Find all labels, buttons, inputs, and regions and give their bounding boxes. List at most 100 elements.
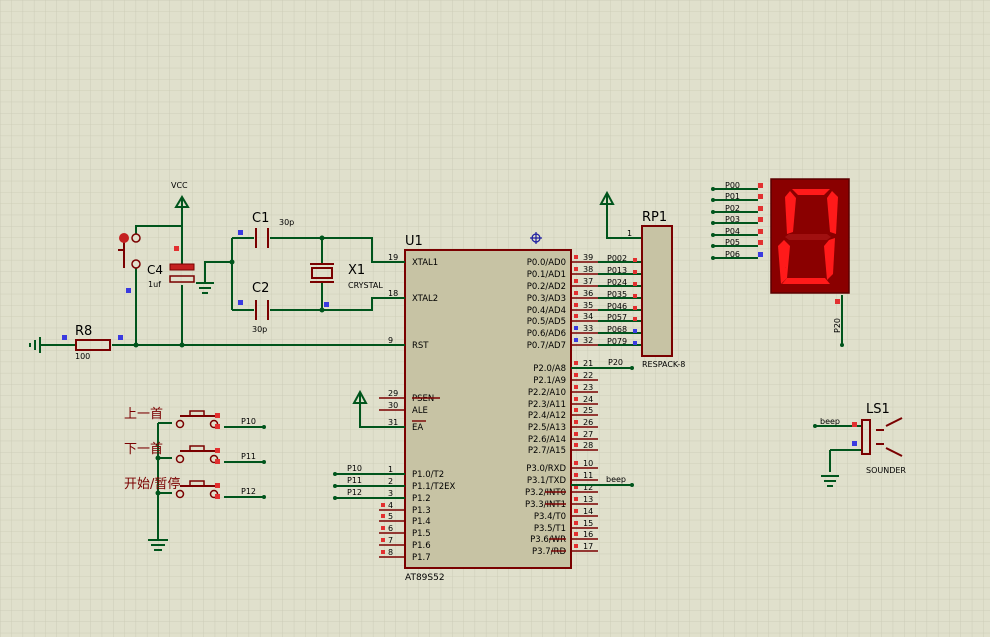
display-pin-label: P06 <box>725 250 740 259</box>
u1-pin-name: EA <box>412 423 423 433</box>
u1-pin-name: ALE <box>412 406 428 416</box>
u1-pin-number: 16 <box>583 530 593 539</box>
u1-pin-number: 3 <box>388 489 393 498</box>
u1-pin-name: P1.4 <box>412 517 431 527</box>
u1-pin-number: 25 <box>583 406 593 415</box>
x1-value: CRYSTAL <box>348 281 383 290</box>
ls1-sounder[interactable]: LS1 SOUNDER beep <box>820 402 906 475</box>
u1-pin-number: 24 <box>583 395 593 404</box>
x1-crystal[interactable]: X1 CRYSTAL <box>310 263 383 290</box>
rp1-net-label: P024 <box>607 278 627 287</box>
u1-pin-number: 39 <box>583 253 593 262</box>
u1-pin-number: 26 <box>583 418 593 427</box>
u1-pin-name: P3.4/T0 <box>534 512 566 522</box>
u1-pin-name: P2.4/A12 <box>528 411 566 421</box>
rp1-part: RESPACK-8 <box>642 360 685 369</box>
u1-pin-name: P3.7/RD <box>532 547 566 557</box>
display-pin-label: P00 <box>725 181 740 190</box>
junction-dots <box>133 235 325 496</box>
u1-pin-number: 32 <box>583 336 593 345</box>
u1-pin-number: 1 <box>388 465 393 474</box>
u1-pin-number: 9 <box>388 336 393 345</box>
segment-e <box>778 240 790 284</box>
reset-switch[interactable] <box>118 233 141 269</box>
u1-pin-number: 35 <box>583 301 593 310</box>
u1-pin-name: P2.2/A10 <box>528 388 566 398</box>
u1-pin-number: 34 <box>583 312 593 321</box>
u1-pin-name: P2.3/A11 <box>528 400 566 410</box>
u1-pin-number: 21 <box>583 359 593 368</box>
c2-capacitor[interactable]: C2 30p <box>252 281 269 334</box>
x1-ref: X1 <box>348 263 365 278</box>
u1-pin-name: P0.4/AD4 <box>527 306 566 316</box>
u1-pin-name: PSEN <box>412 394 434 404</box>
p10-net-label: P10 <box>347 464 362 473</box>
p20-net-label: P20 <box>608 358 623 367</box>
u1-overbars <box>412 397 566 552</box>
ground-buttons-icon <box>148 539 168 551</box>
u1-pin-number: 30 <box>388 401 398 410</box>
ground-left-icon <box>29 337 41 353</box>
display-segments <box>778 189 838 284</box>
u1-pin-number: 28 <box>583 441 593 450</box>
u1-pin-name: P0.6/AD6 <box>527 329 566 339</box>
u1-pin-name: P1.1/T2EX <box>412 482 455 492</box>
terminal-dots <box>262 187 844 500</box>
ls1-ref: LS1 <box>866 402 890 417</box>
u1-pin-name: P1.2 <box>412 494 431 504</box>
u1-part: AT89S52 <box>405 573 445 583</box>
vcc-terminal[interactable]: VCC <box>171 181 190 210</box>
r8-ref: R8 <box>75 324 92 339</box>
power-arrow-ea-icon <box>352 389 368 405</box>
u1-mcu[interactable]: U1 AT89S52 19XTAL118XTAL29RST29PSEN30ALE… <box>379 232 598 583</box>
u1-pin-number: 14 <box>583 507 593 516</box>
display-pin-label: P05 <box>725 238 740 247</box>
u1-ref: U1 <box>405 234 423 249</box>
u1-pin-name: P3.2/INT0 <box>525 488 566 498</box>
segment-d <box>782 278 830 284</box>
switch-actuator-icon[interactable] <box>119 233 129 243</box>
c1-value: 30p <box>279 218 294 227</box>
u1-body[interactable] <box>404 249 572 569</box>
c4-capacitor[interactable]: C4 1uf <box>147 263 195 289</box>
c2-value: 30p <box>252 325 267 334</box>
u1-pin-name: P1.6 <box>412 541 431 551</box>
u1-pin-number: 6 <box>388 524 393 533</box>
ground-c4-icon <box>196 282 214 294</box>
u1-pin-number: 31 <box>388 418 398 427</box>
u1-pin-number: 38 <box>583 265 593 274</box>
u1-pin-number: 4 <box>388 501 393 510</box>
power-arrow-rp1-icon <box>599 190 615 207</box>
c1-ref: C1 <box>252 211 269 226</box>
vcc-label: VCC <box>171 181 188 190</box>
u1-pin-name: P0.5/AD5 <box>527 317 566 327</box>
r8-resistor[interactable]: R8 100 <box>72 324 111 361</box>
c4-ref: C4 <box>147 263 163 277</box>
segment-g <box>785 234 831 240</box>
display-pin-label: P04 <box>725 227 740 236</box>
c1-capacitor[interactable]: C1 30p <box>252 211 294 248</box>
button-label: 开始/暂停 <box>124 476 180 492</box>
u1-pin-number: 2 <box>388 477 393 486</box>
u1-pin-number: 36 <box>583 289 593 298</box>
button-label: 下一首 <box>124 442 163 457</box>
u1-pin-number: 7 <box>388 536 393 545</box>
u1-pin-name: P0.3/AD3 <box>527 294 566 304</box>
u1-pin-number: 5 <box>388 512 393 521</box>
c4-value: 1uf <box>148 280 161 289</box>
rp1-resistor-pack[interactable]: RP1 RESPACK-8 1 P002P013P024P035P046P057… <box>607 210 685 369</box>
u1-pin-name: P3.0/RXD <box>526 464 566 474</box>
u1-pin-name: P0.0/AD0 <box>527 258 566 268</box>
u1-pin-number: 17 <box>583 542 593 551</box>
u1-pin-name: P1.5 <box>412 529 431 539</box>
u1-pin-name: P0.1/AD1 <box>527 270 566 280</box>
u1-pin-name: P1.0/T2 <box>412 470 444 480</box>
u1-pin-number: 15 <box>583 519 593 528</box>
